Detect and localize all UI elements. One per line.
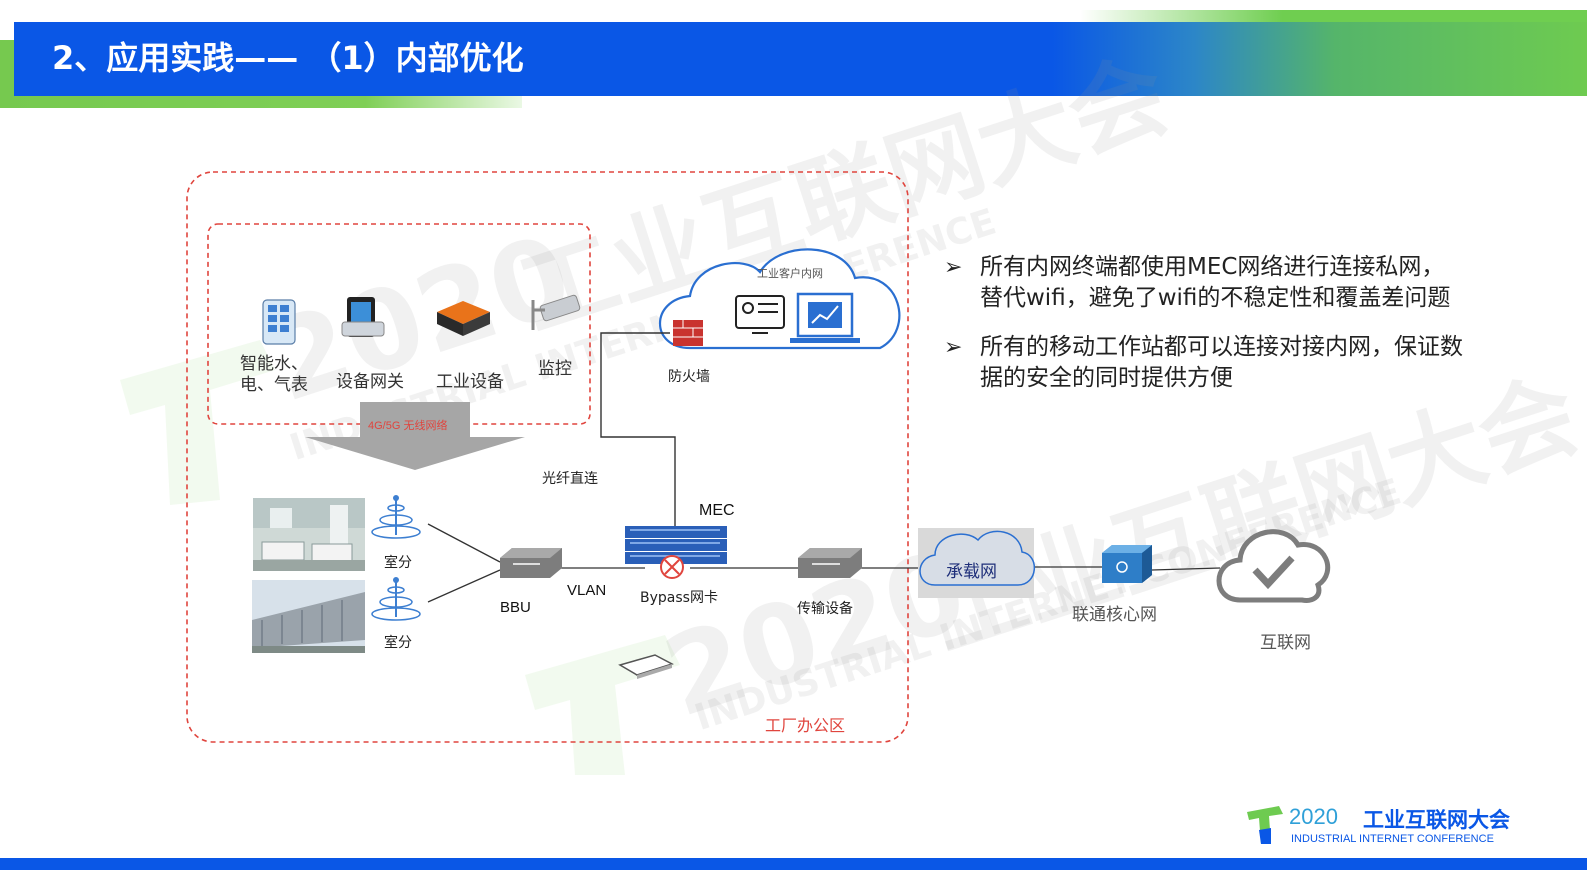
camera-icon <box>531 294 581 330</box>
conference-logo: 2020 工业互联网大会 INDUSTRIAL INTERNET CONFERE… <box>1245 804 1525 848</box>
indoor-antenna-icon <box>371 495 421 539</box>
link-core-internet <box>1151 567 1221 571</box>
logo-cn: 工业互联网大会 <box>1363 808 1510 832</box>
bullet-list: ➢ 所有内网终端都使用MEC网络进行连接私网，替代wifi，避免了wifi的不稳… <box>944 252 1464 412</box>
wireless-arrow <box>305 402 525 470</box>
label-carrier-network: 承载网 <box>946 562 997 582</box>
label-wireless: 4G/5G 无线网络 <box>368 420 448 432</box>
label-indoor-2: 室分 <box>384 635 412 651</box>
fiber-link <box>600 332 676 530</box>
label-gateway: 设备网关 <box>336 372 404 392</box>
label-vlan: VLAN <box>567 582 607 599</box>
industrial-device-icon <box>437 301 490 336</box>
label-internet: 互联网 <box>1260 633 1311 653</box>
conference-logo-mark <box>1247 806 1283 844</box>
carrier-network-cloud <box>919 530 1036 586</box>
logo-en: INDUSTRIAL INTERNET CONFERENCE <box>1291 833 1494 845</box>
unicom-core-icon <box>1102 545 1152 583</box>
header-accent-bottom <box>0 96 522 108</box>
label-customer-intranet: 工业客户内网 <box>757 267 823 280</box>
bypass-nic-icon <box>660 555 684 579</box>
analytics-laptop-icon <box>790 292 860 343</box>
device-group-boundary <box>207 223 591 425</box>
bbu-switch-icon <box>500 548 562 578</box>
label-bypass-nic: Bypass网卡 <box>640 590 718 606</box>
label-mec: MEC <box>699 502 735 519</box>
slide-title: 2、应用实践—— （1）内部优化 <box>52 39 524 77</box>
link-indoor2-bbu <box>427 569 501 603</box>
arrow-bullet-icon: ➢ <box>944 335 963 360</box>
transport-switch-icon <box>798 548 862 578</box>
arrow-bullet-icon: ➢ <box>944 255 963 280</box>
label-smart-meter: 智能水、 电、气表 <box>240 354 308 395</box>
header-accent-top <box>1080 10 1587 22</box>
label-fiber-direct: 光纤直连 <box>542 471 598 487</box>
label-indoor-1: 室分 <box>384 555 412 571</box>
certificate-monitor-icon <box>735 295 785 334</box>
label-industrial-device: 工业设备 <box>436 372 504 392</box>
logo-year: 2020 <box>1289 804 1338 829</box>
smart-meter-icon <box>262 299 296 345</box>
label-monitor: 监控 <box>538 359 572 379</box>
header-left-strip <box>0 40 14 106</box>
indoor-antenna-icon <box>371 577 421 621</box>
label-unicom-core: 联通核心网 <box>1072 605 1157 625</box>
bullet-text: 所有的移动工作站都可以连接对接内网，保证数据的安全的同时提供方便 <box>980 334 1463 391</box>
bullet-item: ➢ 所有的移动工作站都可以连接对接内网，保证数据的安全的同时提供方便 <box>944 332 1464 394</box>
label-factory-area: 工厂办公区 <box>765 716 846 735</box>
firewall-icon <box>673 320 703 346</box>
label-firewall: 防火墙 <box>668 369 710 385</box>
bullet-item: ➢ 所有内网终端都使用MEC网络进行连接私网，替代wifi，避免了wifi的不稳… <box>944 252 1464 314</box>
label-bbu: BBU <box>500 599 531 616</box>
bottom-bar <box>0 858 1587 870</box>
internet-cloud-icon <box>1216 529 1331 603</box>
header-bar <box>14 22 1587 96</box>
bullet-text: 所有内网终端都使用MEC网络进行连接私网，替代wifi，避免了wifi的不稳定性… <box>980 254 1451 311</box>
ward-photo <box>253 498 365 571</box>
workstation-laptop-icon <box>618 654 674 679</box>
link-indoor1-bbu <box>427 523 501 563</box>
building-photo <box>252 580 365 653</box>
gateway-icon <box>341 297 385 337</box>
label-transport: 传输设备 <box>797 601 853 617</box>
factory-area-boundary <box>186 171 909 743</box>
